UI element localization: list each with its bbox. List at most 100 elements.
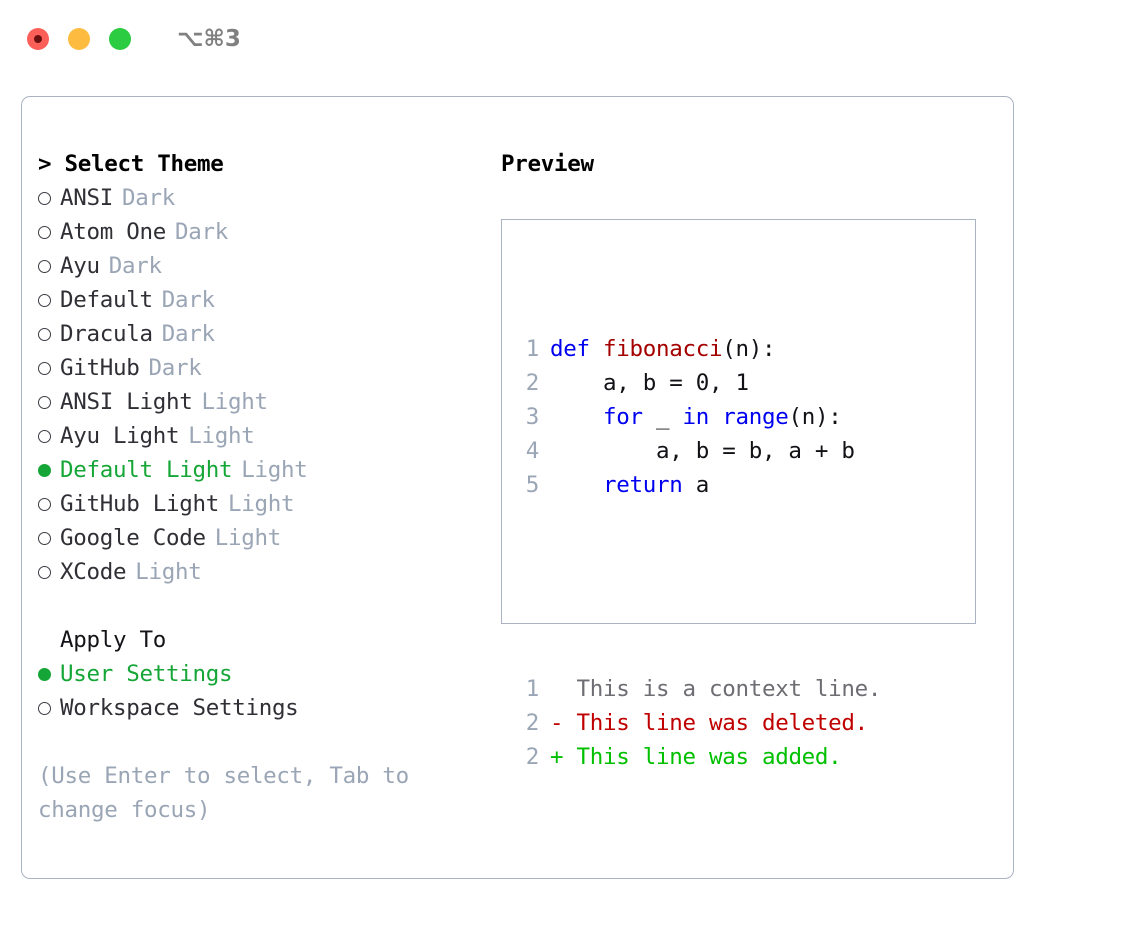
theme-option-label: Ayu Light — [60, 423, 180, 449]
diff-sample: 1 This is a context line. 2- This line wa… — [513, 672, 882, 774]
radio-unselected-icon[interactable] — [38, 421, 60, 443]
window-title: ⌥⌘3 — [177, 26, 241, 52]
theme-option[interactable]: Atom One Dark — [38, 215, 488, 249]
radio-unselected-icon[interactable] — [38, 557, 60, 579]
diff-line: 1 This is a context line. — [513, 672, 882, 706]
line-number: 2 — [525, 710, 540, 736]
code-token: _ — [642, 404, 683, 430]
theme-option-label: Default — [60, 287, 153, 313]
radio-unselected-icon[interactable] — [38, 353, 60, 375]
line-number: 5 — [525, 472, 540, 498]
code-token — [709, 404, 722, 430]
theme-option-tag: Light — [188, 423, 255, 449]
line-number: 1 — [525, 676, 540, 702]
theme-option[interactable]: Ayu Light Light — [38, 419, 488, 453]
diff-line: 2 + This line was added. — [513, 740, 881, 774]
theme-option-label: GitHub Light — [60, 491, 219, 517]
theme-option[interactable]: Dracula Dark — [38, 317, 488, 351]
diff-marker: + — [550, 744, 577, 770]
theme-option-tag: Dark — [161, 287, 215, 313]
radio-unselected-icon[interactable] — [38, 285, 60, 307]
radio-unselected-icon[interactable] — [38, 183, 60, 205]
theme-option-tag: Dark — [174, 219, 228, 245]
minimize-button[interactable] — [68, 28, 90, 50]
line-number: 1 — [525, 336, 540, 362]
code-token: a, b = 0, 1 — [550, 370, 749, 396]
code-token: a — [682, 472, 710, 498]
theme-option[interactable]: GitHub Light Light — [38, 487, 488, 521]
diff-text: This line was deleted. — [576, 710, 869, 736]
radio-unselected-icon[interactable] — [38, 523, 60, 545]
apply-to-option-label: Workspace Settings — [60, 695, 299, 721]
code-token: return — [603, 472, 683, 498]
theme-option-label: ANSI Light — [60, 389, 193, 415]
theme-option-label: Dracula — [60, 321, 153, 347]
radio-unselected-icon[interactable] — [38, 693, 60, 715]
code-token: (n): — [788, 404, 842, 430]
code-token: in — [682, 404, 710, 430]
close-button[interactable] — [27, 28, 49, 50]
theme-option[interactable]: GitHub Dark — [38, 351, 488, 385]
preview-heading: Preview — [501, 151, 594, 177]
theme-option-label: Atom One — [60, 219, 166, 245]
line-number: 4 — [525, 438, 540, 464]
code-diff-gap — [513, 570, 881, 604]
theme-option-tag: Dark — [161, 321, 215, 347]
apply-to-option[interactable]: Workspace Settings — [38, 691, 488, 725]
radio-unselected-icon[interactable] — [38, 387, 60, 409]
theme-option-label: XCode — [60, 559, 127, 585]
theme-option-tag: Light — [214, 525, 282, 551]
diff-text: This is a context line. — [576, 676, 882, 702]
window-titlebar: ⌥⌘3 — [0, 0, 1140, 78]
theme-option[interactable]: Default Dark — [38, 283, 488, 317]
theme-option-label: ANSI — [60, 185, 113, 211]
code-line: 4 a, b = b, a + b — [513, 434, 881, 468]
theme-option-tag: Dark — [108, 253, 162, 279]
code-line: 3 for _ in range(n): — [513, 400, 881, 434]
list-spacer — [38, 589, 488, 623]
code-token — [550, 404, 603, 430]
code-line: 2 a, b = 0, 1 — [513, 366, 881, 400]
radio-unselected-icon[interactable] — [38, 489, 60, 511]
line-number: 2 — [525, 744, 540, 770]
radio-unselected-icon[interactable] — [38, 319, 60, 341]
code-token — [550, 472, 603, 498]
radio-unselected-icon[interactable] — [38, 251, 60, 273]
code-token: (n): — [722, 336, 776, 362]
code-token: def — [550, 336, 603, 362]
apply-to-heading: Apply To — [60, 627, 166, 653]
code-token: for — [603, 404, 643, 430]
theme-option-label: GitHub — [60, 355, 140, 381]
code-token: range — [722, 404, 789, 430]
theme-option-tag: Dark — [148, 355, 202, 381]
diff-marker: - — [550, 710, 577, 736]
diff-text: This line was added. — [576, 744, 842, 770]
radio-selected-icon[interactable] — [38, 659, 60, 681]
code-line: 1 def fibonacci(n): — [513, 332, 881, 366]
code-token: fibonacci — [603, 336, 723, 362]
diff-marker — [550, 676, 577, 702]
theme-option-tag: Light — [227, 491, 295, 517]
apply-to-option[interactable]: User Settings — [38, 657, 488, 691]
code-line: 5 return a — [513, 468, 881, 502]
theme-option-tag: Light — [241, 457, 308, 483]
code-token: a, b = b, a + b — [550, 438, 855, 464]
apply-to-option-label: User Settings — [60, 661, 233, 687]
radio-unselected-icon[interactable] — [38, 217, 60, 239]
window-controls — [27, 28, 131, 50]
zoom-button[interactable] — [109, 28, 131, 50]
keyboard-hint: (Use Enter to select, Tab to change focu… — [38, 763, 409, 823]
radio-selected-icon[interactable] — [38, 455, 60, 477]
select-theme-heading: > Select Theme — [38, 151, 224, 177]
